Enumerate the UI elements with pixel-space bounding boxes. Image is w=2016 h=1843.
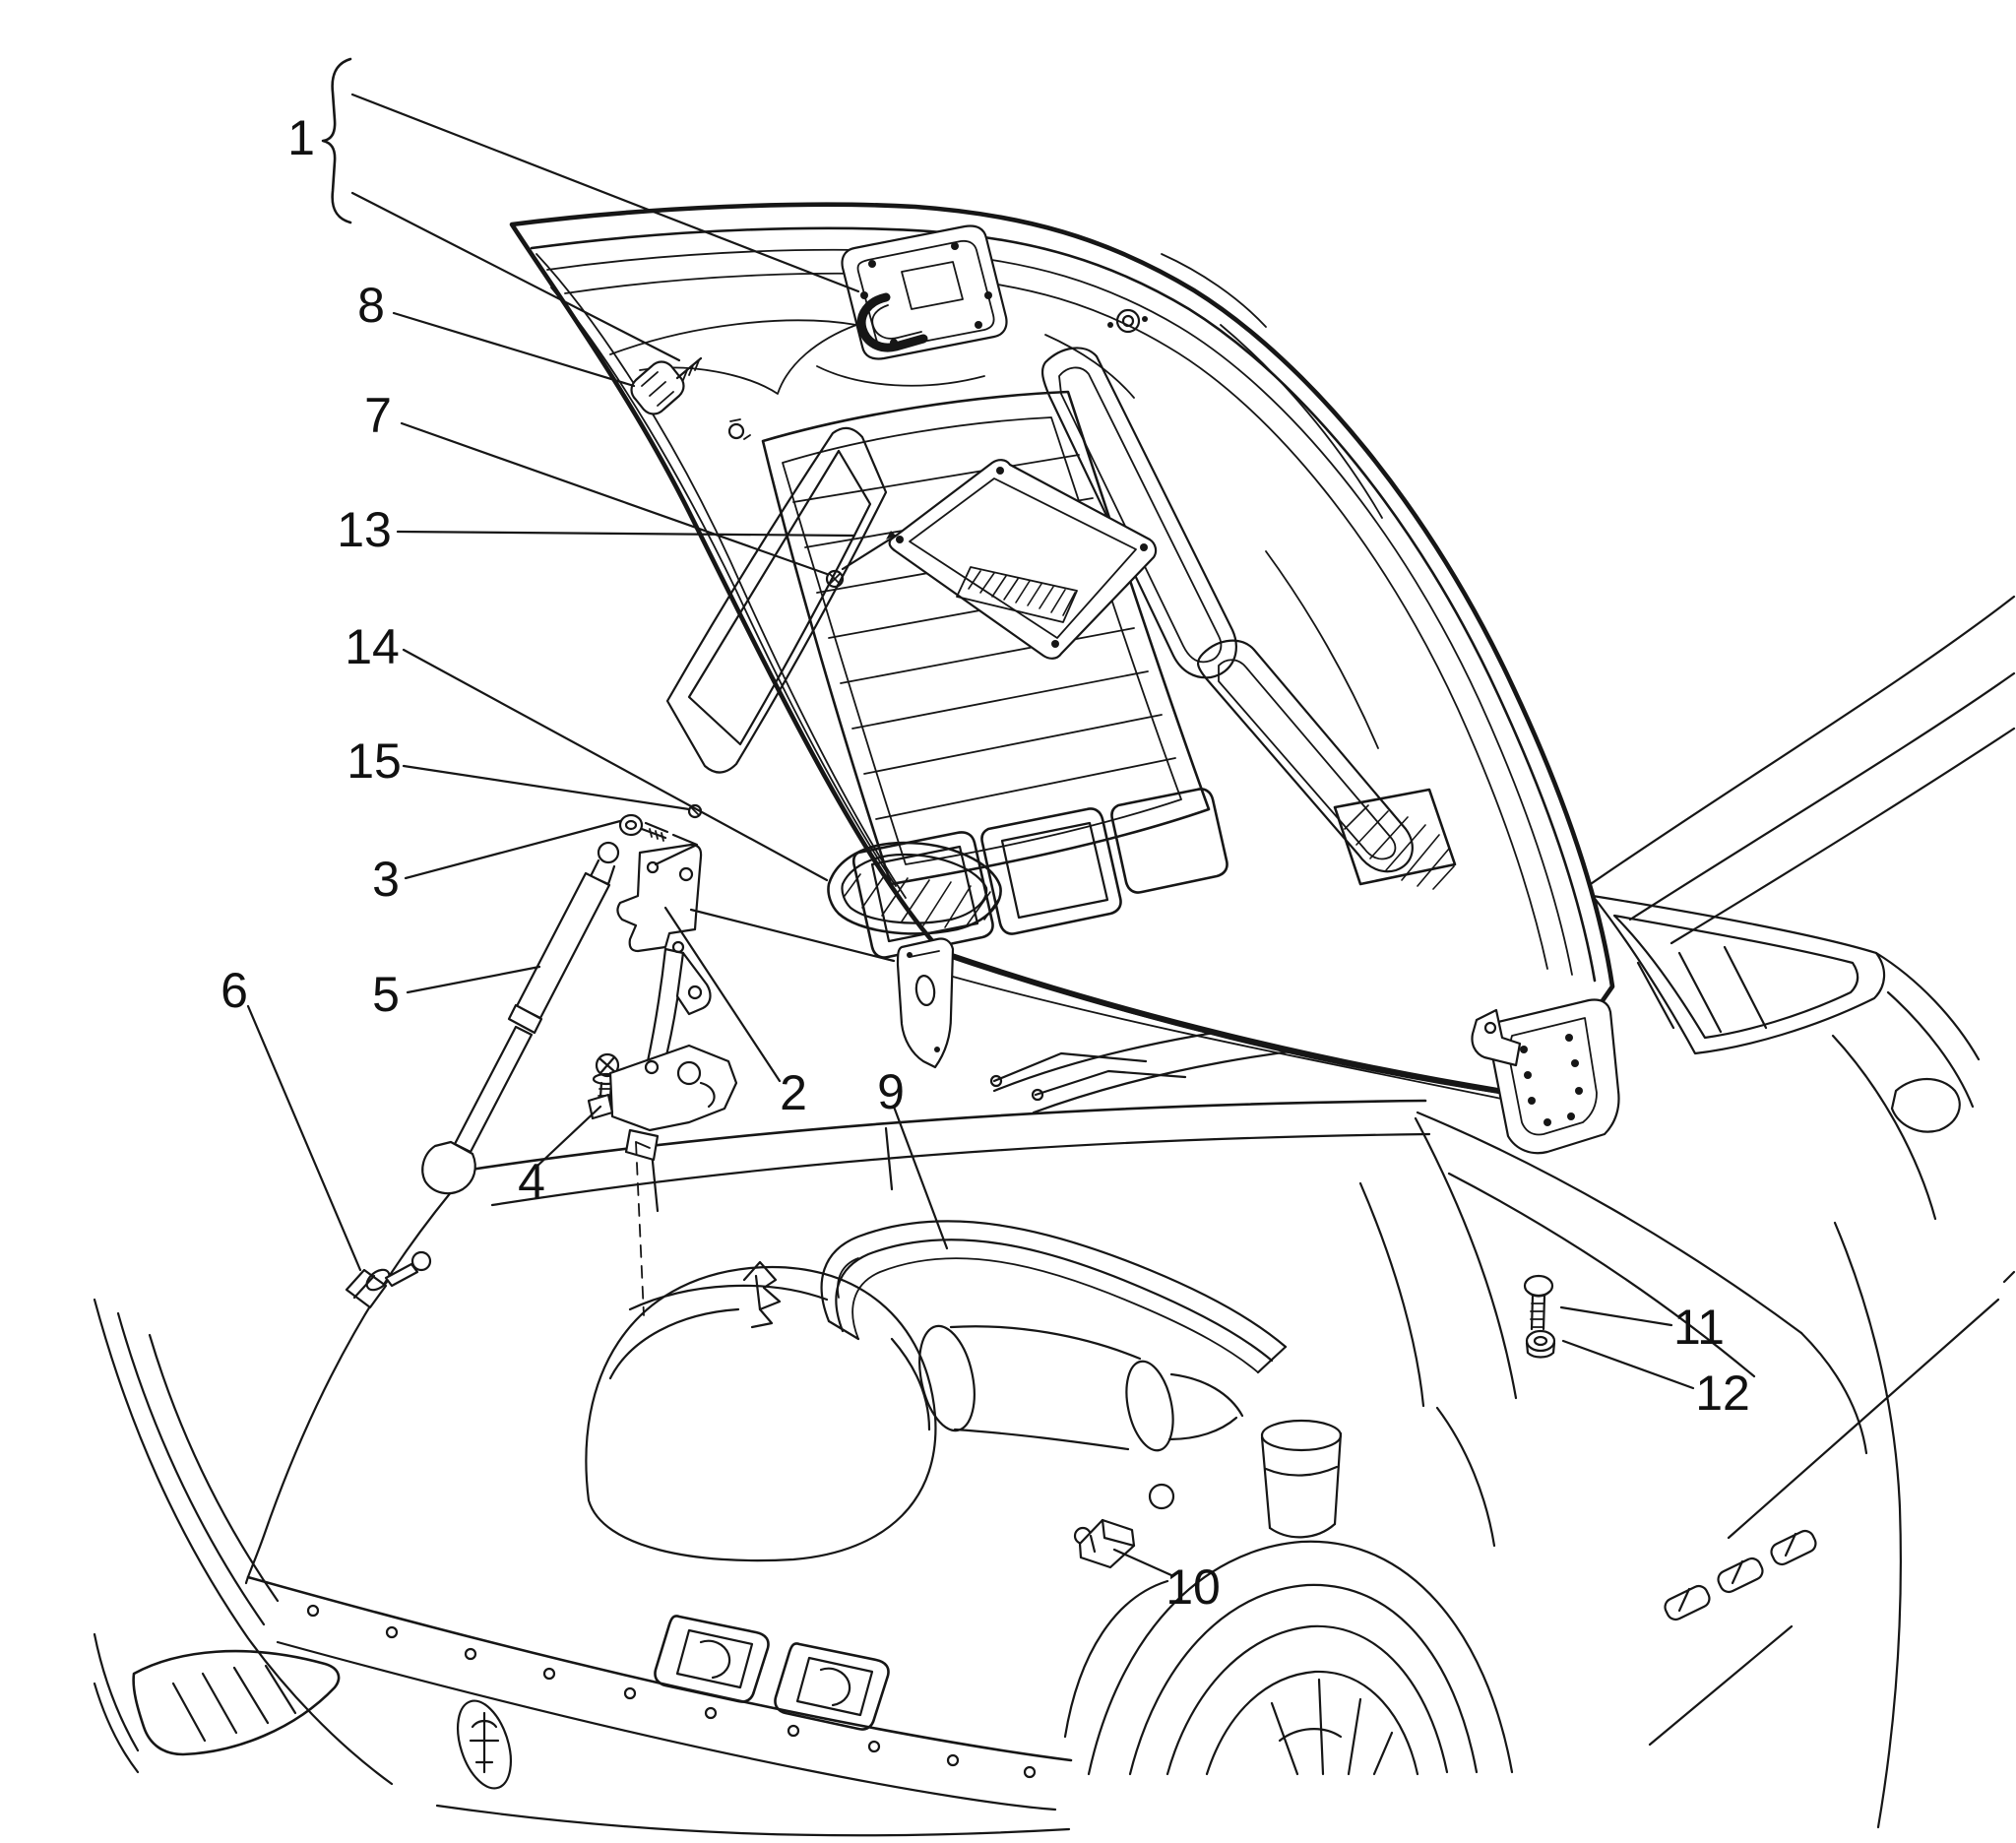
callout-5: 5 (372, 967, 400, 1022)
front-panel (246, 1575, 1073, 1811)
side-vents (1664, 1529, 1817, 1621)
hood-striker-plate (841, 224, 1008, 360)
callout-2: 2 (780, 1065, 807, 1120)
bolt-3 (618, 813, 669, 842)
callout-7: 7 (364, 388, 392, 443)
callout-15: 15 (346, 733, 402, 789)
gas-strut-5 (421, 841, 620, 1195)
insulation-panel-13 (888, 459, 1158, 660)
hood-vent-grille-right (1333, 788, 1457, 890)
hood-panel (509, 202, 1620, 1155)
hood-vent-slots (1040, 347, 1414, 873)
front-wheel (1063, 1540, 1514, 1776)
engine-bay (244, 1010, 1518, 1585)
brace-1 (321, 57, 352, 224)
intake-manifold (585, 1265, 937, 1562)
nut-12 (1525, 1329, 1556, 1359)
hood-stiffener-windows (851, 788, 1228, 959)
callout-10: 10 (1166, 1559, 1221, 1615)
callout-9: 9 (877, 1064, 905, 1119)
callout-4: 4 (518, 1154, 545, 1209)
hood-stud-8-target (727, 418, 751, 440)
hood-grommet (1107, 308, 1148, 334)
callout-1: 1 (287, 110, 315, 165)
screw-11 (1523, 1274, 1554, 1331)
bolt-8 (630, 356, 703, 415)
clip-10 (1078, 1518, 1136, 1569)
callout-14: 14 (345, 619, 400, 674)
leader-lines (246, 57, 1695, 1577)
callout-11: 11 (1673, 1300, 1725, 1355)
screw-7 (825, 569, 845, 589)
front-fascia (93, 1298, 1071, 1837)
hinge-assembly-2 (587, 843, 738, 1162)
hood-seal-9 (820, 1220, 1288, 1374)
hood-left-recess (665, 426, 888, 774)
callout-3: 3 (372, 852, 400, 907)
maserati-badge (457, 1699, 512, 1790)
hood-latch-opening-right (774, 1642, 890, 1731)
hood-latch-opening-left (654, 1615, 770, 1703)
hood-vent-grille-14 (827, 841, 1002, 935)
hood-corner-plate-right (1471, 998, 1620, 1155)
callout-8: 8 (357, 278, 385, 333)
hood-inner-recess (761, 390, 1211, 886)
callout-6: 6 (220, 963, 248, 1018)
callout-12: 12 (1695, 1366, 1750, 1421)
car-body-side (1416, 595, 2016, 1829)
hood-corner-plate-left (896, 937, 955, 1069)
callout-numbers: 1 8 7 13 14 15 3 5 6 4 2 9 10 11 12 (220, 110, 1750, 1615)
side-mirror (1890, 1078, 1961, 1133)
ball-stud-6 (345, 1250, 432, 1309)
callout-13: 13 (337, 502, 392, 557)
oil-filler (1260, 1419, 1343, 1539)
headlight (132, 1649, 341, 1756)
